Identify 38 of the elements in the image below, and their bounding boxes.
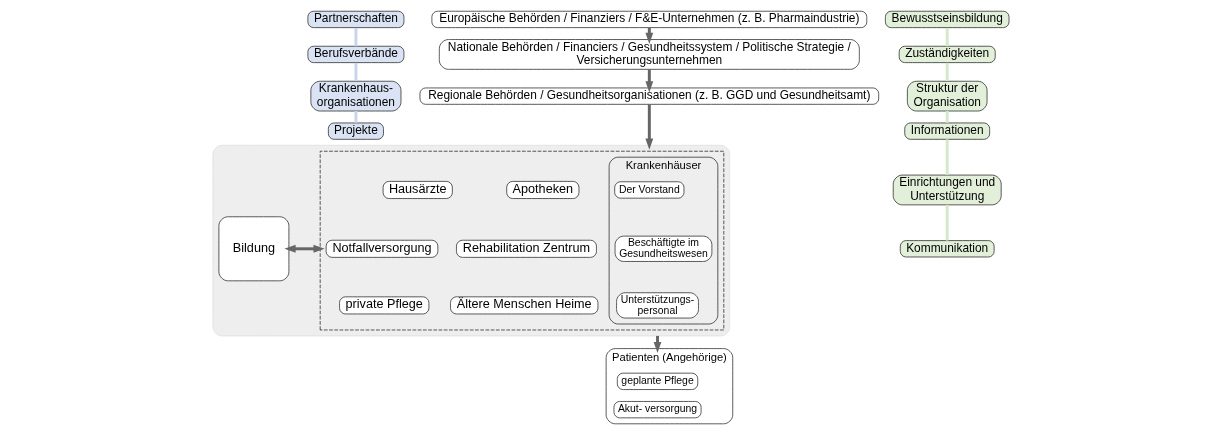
node-box: private Pflege [339, 296, 430, 315]
connector [945, 62, 949, 81]
node-box: Projekte [328, 122, 384, 140]
arrow [645, 69, 654, 93]
node-box: Unterstützungs- personal [616, 292, 699, 319]
cluster [319, 150, 725, 331]
node-box: Notfallversorgung [325, 239, 439, 258]
node-box: geplante Pflege [616, 372, 699, 390]
node-box: Der Vorstand [614, 181, 685, 199]
node-box: Struktur der Organisation [907, 80, 988, 112]
connector [945, 111, 949, 123]
node-box: Hausärzte [382, 181, 453, 199]
node-box: Akut- versorgung [613, 401, 702, 419]
connector [354, 111, 358, 123]
arrow [645, 104, 654, 150]
node-box: Partnerschaften [307, 10, 405, 28]
node-box: Ältere Menschen Heime [450, 296, 599, 315]
connector [354, 27, 358, 47]
node-box: Beschäftigte im Gesundheitswesen [614, 235, 713, 262]
node-box: Zuständigkeiten [898, 45, 996, 63]
node-box: Kommunikation [899, 240, 995, 258]
node-box: Bewusstseinsbildung [885, 10, 1010, 28]
node-box: Bildung [218, 216, 290, 282]
connector [945, 27, 949, 47]
connector [354, 62, 358, 81]
node-box: Einrichtungen und Unterstützung [892, 174, 1002, 206]
node-box: Informationen [904, 122, 991, 140]
arrow [284, 244, 325, 253]
node-box: Regionale Behörden / Gesundheitsorganisationen (z. B. GGD und Gesundheitsamt) [419, 87, 880, 105]
node-box: Europäische Behörden / Finanziers / F&E-Unternehmen (z. B. Pharmaindustrie) [431, 10, 868, 28]
node-box: Krankenhaus- organisationen [310, 80, 402, 112]
cluster [212, 144, 731, 337]
node-box: Rehabilitation Zentrum [456, 239, 597, 258]
connector [945, 204, 949, 241]
connector [945, 139, 949, 175]
node-box: Apotheken [506, 181, 580, 199]
node-box: Berufsverbände [307, 45, 405, 63]
node-box: Nationale Behörden / Financiers / Gesundheitssystem / Politische Strategie / Versicherungsunternehmen [438, 39, 860, 70]
